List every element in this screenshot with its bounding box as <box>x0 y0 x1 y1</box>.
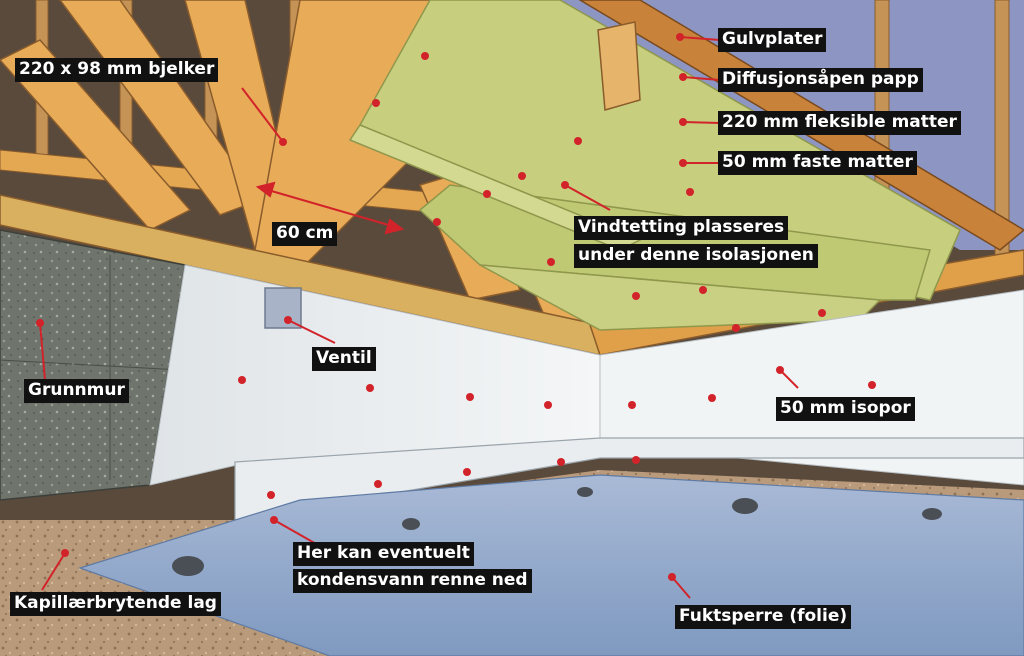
stones <box>172 487 942 576</box>
label-grunnmur: Grunnmur <box>24 379 129 403</box>
vent-opening <box>264 287 302 329</box>
label-bjelker: 220 x 98 mm bjelker <box>15 58 219 82</box>
fastener-dots <box>238 52 876 499</box>
label-kondens-line2: kondensvann renne ned <box>293 569 532 593</box>
label-kapillar: Kapillærbrytende lag <box>10 592 221 616</box>
callout-dots <box>36 33 784 581</box>
label-gulvplater: Gulvplater <box>718 28 827 52</box>
label-diffusjonsapen-papp: Diffusjonsåpen papp <box>718 68 923 92</box>
label-vindtetting-line2: under denne isolasjonen <box>574 244 818 268</box>
spacing-arrow <box>255 181 405 235</box>
blocking-piece <box>597 21 641 111</box>
label-fleksible-matter: 220 mm fleksible matter <box>718 111 961 135</box>
label-isopor: 50 mm isopor <box>776 397 915 421</box>
label-ventil: Ventil <box>312 347 376 371</box>
insulation-mats <box>348 0 961 331</box>
label-kondens-line1: Her kan eventuelt <box>293 542 474 566</box>
leader-lines <box>39 36 799 599</box>
label-vindtetting-line1: Vindtetting plasseres <box>574 216 789 240</box>
label-avstand: 60 cm <box>272 222 338 246</box>
label-faste-matter: 50 mm faste matter <box>718 151 917 175</box>
foam-wall-right <box>599 289 1024 486</box>
label-fuktsperre: Fuktsperre (folie) <box>675 605 852 629</box>
